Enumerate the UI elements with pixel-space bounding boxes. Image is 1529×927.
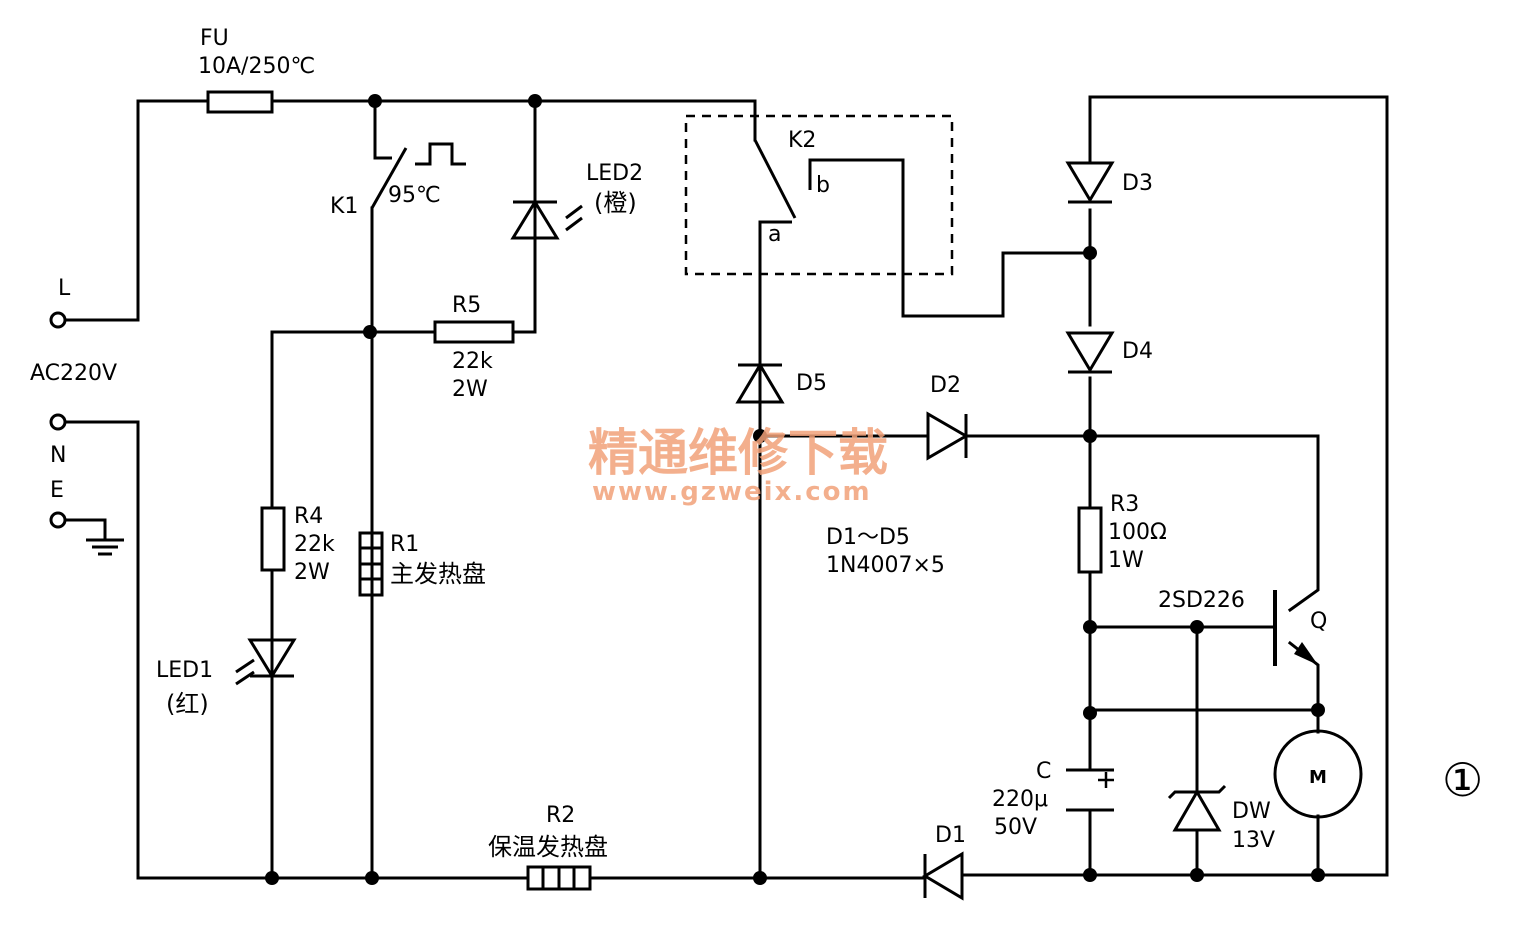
thermostat-switch-k1 [370,142,466,209]
r2-name-label: R2 [546,803,575,828]
diode-d2 [926,411,969,461]
diode-part-label: 1N4007×5 [826,553,945,578]
zener-diode-dw [1167,784,1227,832]
zener-name-label: DW [1232,799,1271,824]
d4-name-label: D4 [1122,339,1153,364]
input-terminals [49,311,67,529]
k2-contact-b-label: b [816,173,830,198]
supply-label: AC220V [30,361,117,386]
labels: FU 10A/250℃ L AC220V N E K1 95℃ LED2 (橙)… [30,26,1483,861]
transistor-part-label: 2SD226 [1158,588,1245,613]
r4-name-label: R4 [294,504,323,529]
r2-desc-label: 保温发热盘 [488,833,608,861]
motor-name-label: M [1309,767,1327,788]
diode-d5 [735,362,785,404]
zener-voltage-label: 13V [1232,828,1275,853]
diode-d3 [1065,161,1115,204]
r3-value-label: 100Ω [1108,520,1167,545]
r5-name-label: R5 [452,293,481,318]
led2-orange [510,199,583,240]
r5-power-label: 2W [452,377,488,402]
diode-d1 [922,851,964,901]
r3-power-label: 1W [1108,548,1144,573]
fuse-fu [206,90,274,114]
diode-range-label: D1～D5 [826,525,910,550]
r4-power-label: 2W [294,560,330,585]
terminal-e-label: E [50,478,64,503]
relay-switch-k2 [684,114,954,276]
diode-d4 [1065,331,1115,374]
terminal-n-label: N [50,443,66,468]
resistor-r5 [433,320,515,344]
fuse-rating-label: 10A/250℃ [198,54,315,79]
led2-name-label: LED2 [586,161,643,186]
r3-name-label: R3 [1110,492,1139,517]
capacitor-c [1066,768,1114,812]
junction-dots [265,94,1325,885]
watermark: 精通维修下载 www.gzweix.com [588,424,888,507]
fuse-name-label: FU [200,26,229,51]
led1-red [235,638,297,686]
motor-m [1273,729,1363,819]
figure-number-label: ① [1442,753,1483,807]
warming-heater-r2 [526,865,592,891]
resistor-r4 [260,506,286,572]
cap-value-label: 220μ [992,787,1048,812]
k1-temp-label: 95℃ [388,183,441,208]
transistor-name-label: Q [1310,609,1327,634]
led1-name-label: LED1 [156,658,213,683]
r1-desc-label: 主发热盘 [390,560,486,588]
led2-color-label: (橙) [594,189,637,217]
k2-name-label: K2 [788,128,816,153]
r4-value-label: 22k [294,532,335,557]
watermark-url: www.gzweix.com [592,477,872,507]
r1-name-label: R1 [390,532,419,557]
d2-name-label: D2 [930,373,961,398]
cap-voltage-label: 50V [994,815,1037,840]
r5-value-label: 22k [452,349,493,374]
cap-name-label: C [1036,759,1051,784]
d5-name-label: D5 [796,371,827,396]
k1-name-label: K1 [330,194,358,219]
watermark-title: 精通维修下载 [588,424,888,482]
k2-contact-a-label: a [768,222,781,247]
main-heater-r1 [358,531,384,597]
d1-name-label: D1 [935,823,966,848]
resistor-r3 [1077,506,1103,574]
led1-color-label: (红) [166,690,209,718]
terminal-l-label: L [58,276,71,301]
wires [64,95,1389,880]
earth-ground-icon [86,538,124,556]
transistor-q [1273,590,1318,666]
d3-name-label: D3 [1122,171,1153,196]
